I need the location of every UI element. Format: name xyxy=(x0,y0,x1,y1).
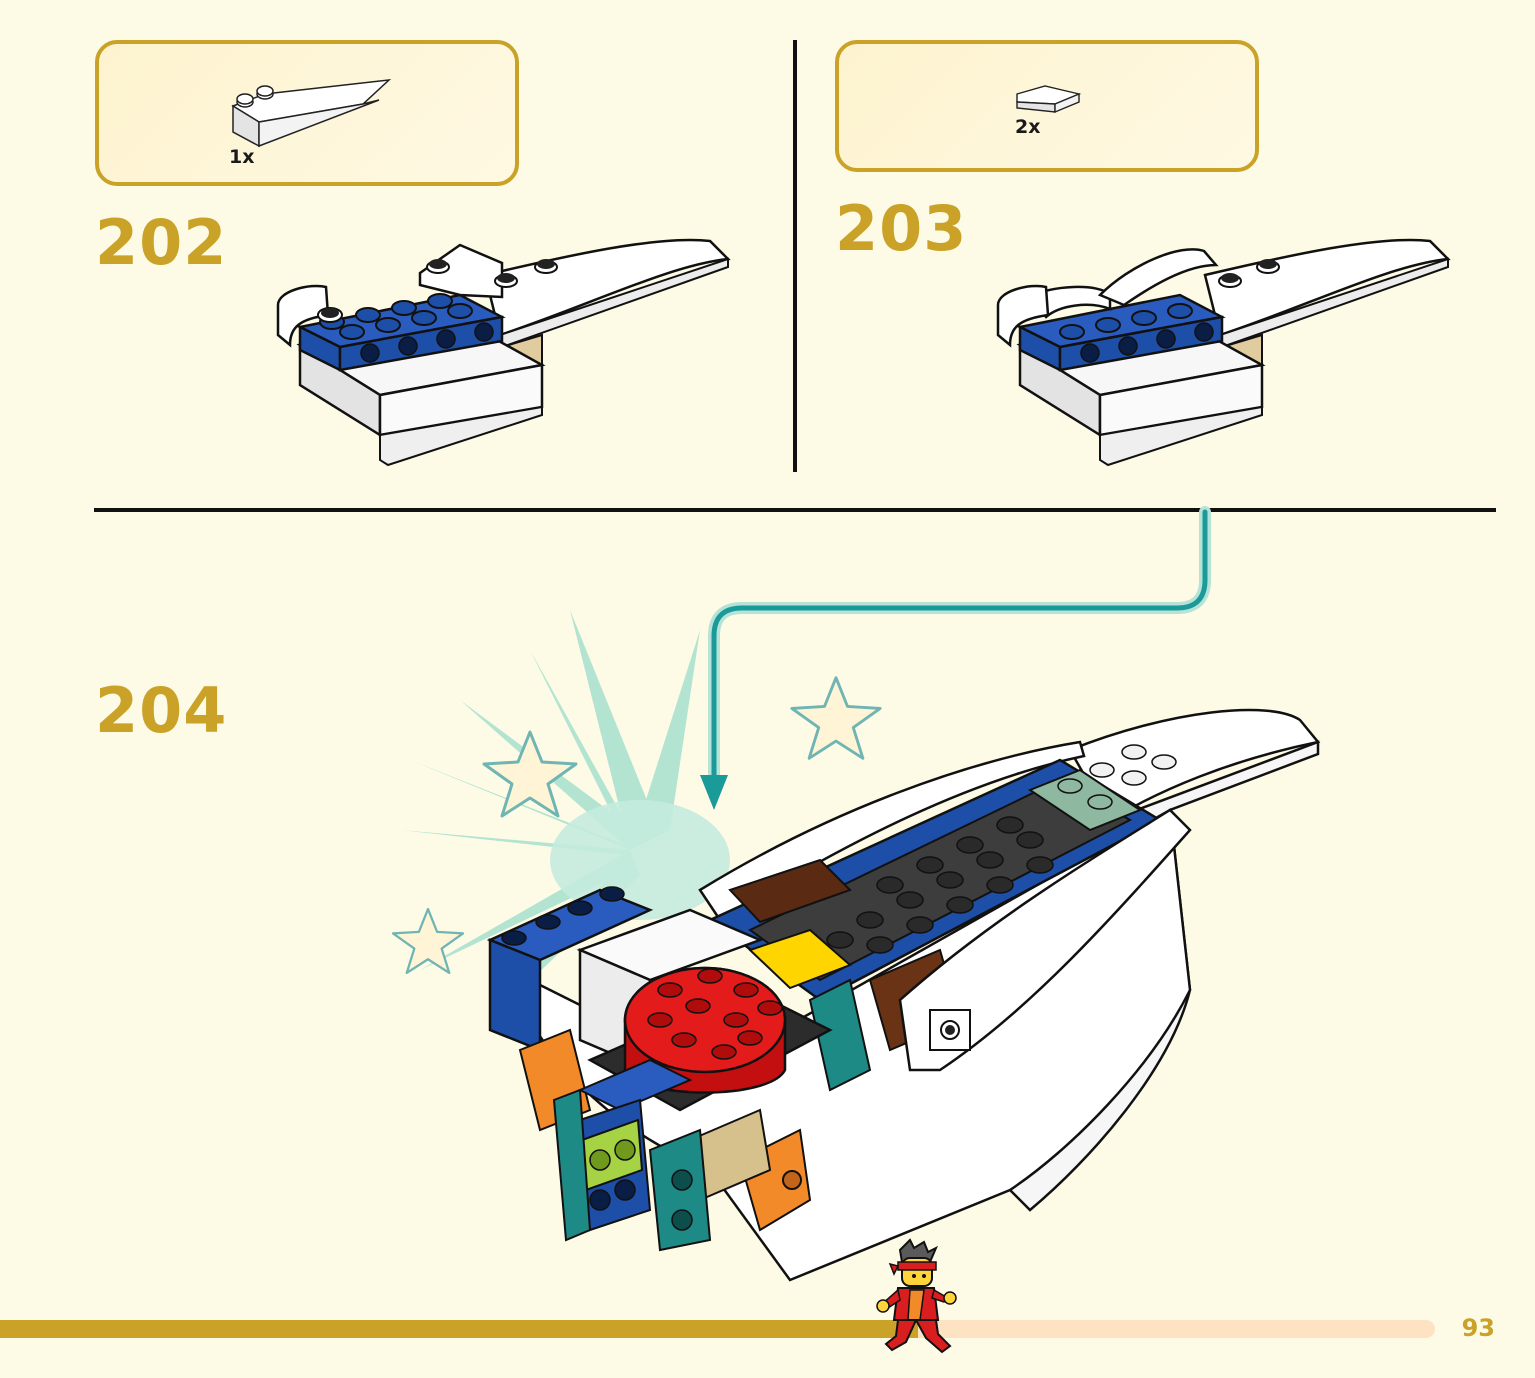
step-204-model xyxy=(486,708,1321,1282)
sparkle-star-icon xyxy=(482,730,578,818)
vertical-divider xyxy=(793,40,797,472)
step-number-203: 203 xyxy=(835,192,968,265)
step-number-202: 202 xyxy=(95,206,228,279)
white-curved-slope-icon xyxy=(231,78,392,148)
minifigure-icon xyxy=(876,1238,957,1354)
page-progress-fill xyxy=(0,1320,918,1338)
white-curved-slope-small-icon xyxy=(1016,85,1082,114)
horizontal-divider xyxy=(94,508,1496,512)
part-quantity: 1x xyxy=(229,146,255,168)
parts-box-202: 1x xyxy=(95,40,519,186)
sparkle-star-icon xyxy=(391,907,465,975)
step-202-model xyxy=(276,238,731,467)
part-quantity: 2x xyxy=(1015,116,1041,138)
step-number-204: 204 xyxy=(95,674,228,747)
parts-box-203: 2x xyxy=(835,40,1259,172)
page-number: 93 xyxy=(1461,1314,1495,1342)
step-203-model xyxy=(996,238,1451,467)
sparkle-star-icon xyxy=(790,676,882,760)
